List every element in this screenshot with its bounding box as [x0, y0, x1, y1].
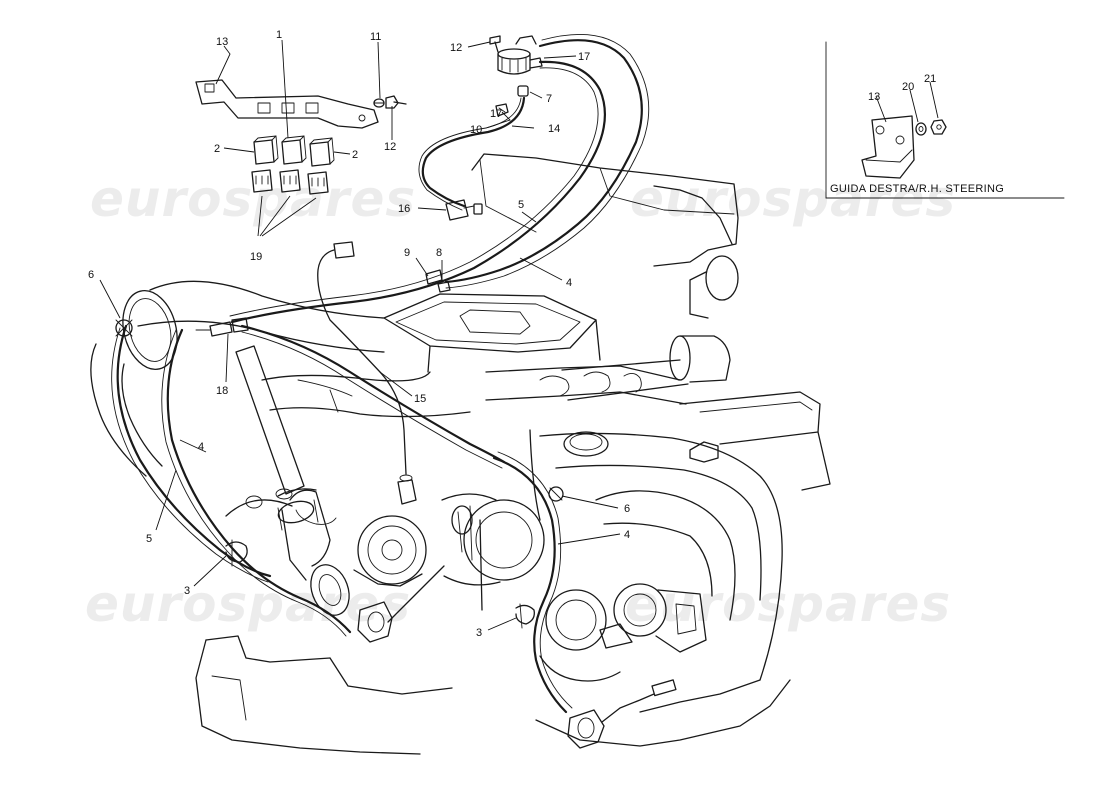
relays — [251, 135, 335, 195]
hose-4-left — [161, 328, 352, 637]
callout-6-right: 6 — [624, 503, 630, 515]
callout-18: 18 — [216, 385, 228, 397]
callout-numbers: 13 1 11 12 2 2 19 12 17 7 17 10 14 16 5 … — [88, 29, 936, 639]
relay-left — [253, 135, 279, 165]
callout-7: 7 — [546, 93, 552, 105]
fitting-8 — [437, 281, 451, 293]
screw-12-bracket — [385, 95, 407, 109]
hose-17-long — [444, 34, 650, 289]
wastegate-right — [567, 679, 677, 749]
turbo-inlet-pipe-left — [235, 345, 319, 531]
turbocharger-left — [225, 488, 427, 616]
callout-13: 13 — [216, 36, 228, 48]
callout-3-right: 3 — [476, 627, 482, 639]
leader-lines — [99, 39, 939, 631]
wastegate-left — [357, 565, 445, 643]
callout-8: 8 — [436, 247, 442, 259]
callout-9: 9 — [404, 247, 410, 259]
relay-center — [281, 135, 307, 165]
callout-4-left: 4 — [198, 441, 204, 453]
callout-20: 20 — [902, 81, 914, 93]
callout-13-inset: 13 — [868, 91, 880, 103]
callout-6-left: 6 — [88, 269, 94, 281]
clip-3-left — [225, 539, 248, 567]
bolt-11 — [373, 98, 385, 108]
relay-bracket — [195, 79, 379, 129]
callout-4-right: 4 — [624, 529, 630, 541]
relay-socket-right — [307, 171, 329, 195]
union-18 — [195, 317, 249, 337]
callout-17-lower: 17 — [490, 108, 502, 120]
screw-12-valve — [489, 35, 501, 53]
hose-4-right — [492, 451, 573, 714]
callout-12: 12 — [384, 141, 396, 153]
callout-11: 11 — [370, 31, 381, 43]
turbocharger-right — [539, 583, 707, 682]
hose-15 — [240, 324, 506, 469]
valve-cover-right — [563, 391, 831, 491]
plenum-frame — [383, 293, 601, 373]
watermark-top-right: eurospares — [630, 170, 957, 228]
callout-15: 15 — [414, 393, 426, 405]
air-box-cover — [471, 153, 739, 319]
callout-5-left: 5 — [146, 533, 152, 545]
clip-6-left — [115, 319, 133, 337]
fitting-17-lower — [495, 103, 509, 117]
callout-12-valve: 12 — [450, 42, 462, 54]
hose-14 — [418, 96, 526, 211]
solenoid-valve — [497, 35, 543, 75]
union-16 — [445, 199, 483, 221]
clip-6-right — [548, 486, 564, 502]
callout-10: 10 — [470, 124, 482, 136]
inset-washer — [915, 122, 927, 136]
callout-19: 19 — [250, 251, 262, 263]
inset-bracket — [861, 115, 915, 179]
relay-socket-left — [251, 169, 273, 193]
relay-socket-center — [279, 169, 301, 193]
callout-21: 21 — [924, 73, 936, 85]
callout-5-top: 5 — [518, 199, 524, 211]
callout-17-upper: 17 — [578, 51, 590, 63]
compressor-housing-center — [441, 493, 545, 586]
cylinder-head — [261, 365, 687, 418]
callout-1: 1 — [276, 29, 282, 41]
clip-3-right — [515, 603, 535, 629]
union-7 — [517, 85, 529, 97]
callout-16: 16 — [398, 203, 410, 215]
hose-4-upper — [229, 60, 607, 324]
intake-tube-right — [561, 335, 731, 401]
intake-tube-left — [90, 280, 385, 477]
inset-panel — [825, 41, 1065, 199]
callout-2-left: 2 — [214, 143, 220, 155]
relay-right — [309, 137, 335, 167]
engine-block-lower — [195, 635, 791, 755]
callout-14: 14 — [548, 123, 560, 135]
callout-2-right: 2 — [352, 149, 358, 161]
callout-3-left: 3 — [184, 585, 190, 597]
hose-5-left — [111, 324, 272, 583]
watermark-bottom-left: eurospares — [85, 575, 412, 633]
callout-4-top: 4 — [566, 277, 572, 289]
inset-caption: GUIDA DESTRA/R.H. STEERING — [830, 183, 1005, 195]
exhaust-manifold — [479, 429, 783, 681]
sensor-15 — [317, 241, 417, 505]
inset-nut — [930, 119, 947, 135]
